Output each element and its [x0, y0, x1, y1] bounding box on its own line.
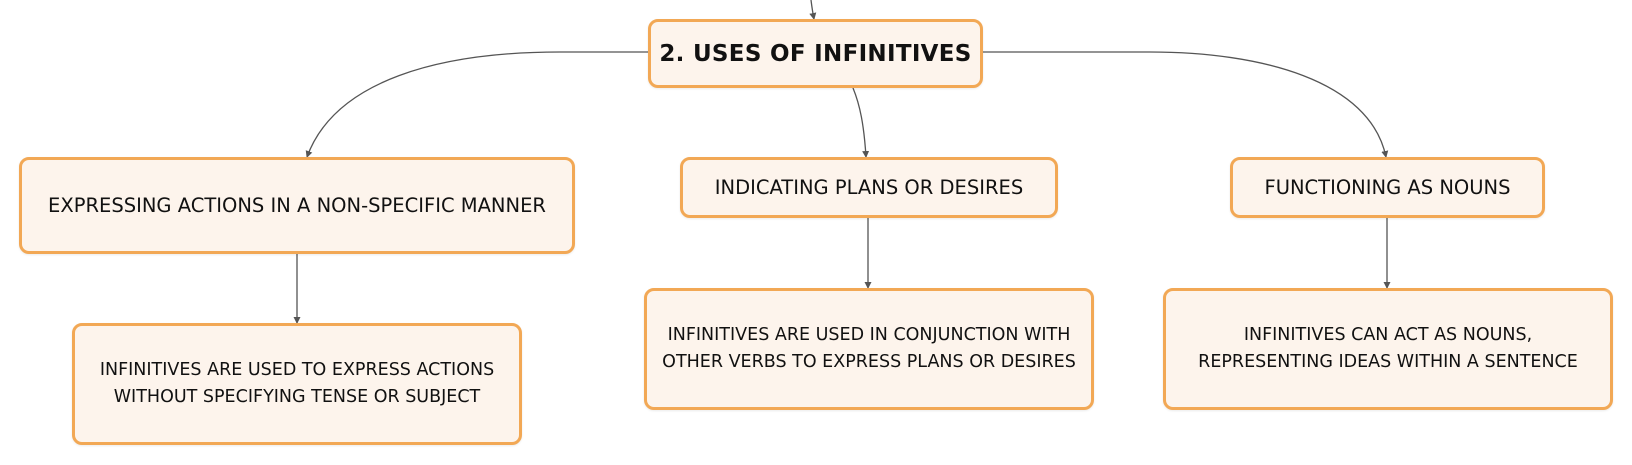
- connector-root-to-branch-2: [852, 87, 870, 158]
- root-node[interactable]: 2. USES OF INFINITIVES: [648, 19, 983, 88]
- connector-root-to-branch-3: [983, 51, 1389, 158]
- connector-root-to-branch-1: [305, 51, 648, 158]
- detail-node-text: INFINITIVES CAN ACT AS NOUNS, REPRESENTI…: [1198, 325, 1578, 372]
- detail-node-text: INFINITIVES ARE USED TO EXPRESS ACTIONS …: [99, 360, 495, 407]
- connector-parent-to-root: [809, 0, 817, 20]
- branch-node-label: EXPRESSING ACTIONS IN A NON-SPECIFIC MAN…: [48, 194, 546, 217]
- branch-node-plans-desires[interactable]: INDICATING PLANS OR DESIRES: [680, 157, 1058, 218]
- branch-node-label: FUNCTIONING AS NOUNS: [1264, 176, 1511, 199]
- detail-node-plans-desires[interactable]: INFINITIVES ARE USED IN CONJUNCTION WITH…: [644, 288, 1094, 410]
- detail-node-text: INFINITIVES ARE USED IN CONJUNCTION WITH…: [662, 325, 1076, 372]
- detail-node-functioning-nouns[interactable]: INFINITIVES CAN ACT AS NOUNS, REPRESENTI…: [1163, 288, 1613, 410]
- detail-node-expressing-actions[interactable]: INFINITIVES ARE USED TO EXPRESS ACTIONS …: [72, 323, 522, 445]
- branch-node-functioning-nouns[interactable]: FUNCTIONING AS NOUNS: [1230, 157, 1545, 218]
- branch-node-expressing-actions[interactable]: EXPRESSING ACTIONS IN A NON-SPECIFIC MAN…: [19, 157, 575, 254]
- root-node-label: 2. USES OF INFINITIVES: [659, 40, 972, 67]
- branch-node-label: INDICATING PLANS OR DESIRES: [714, 176, 1024, 199]
